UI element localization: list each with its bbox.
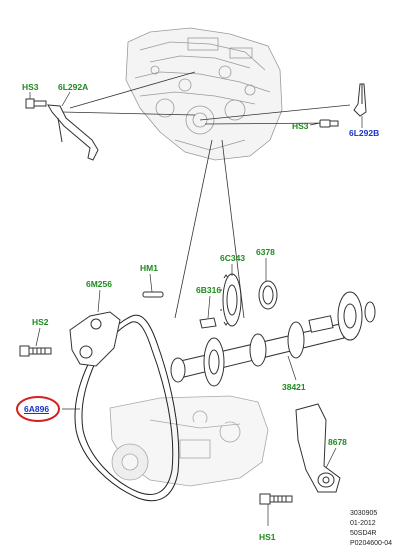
key-icon [199, 317, 217, 329]
label-hs1[interactable]: HS1 [259, 532, 276, 542]
bolt-icon [25, 98, 47, 109]
label-6l292b[interactable]: 6L292B [349, 128, 380, 138]
reference-code-block: 3030905 01-2012 50SD4R P0204600-04 [350, 509, 392, 549]
reference-line-2: 01-2012 [350, 520, 376, 527]
label-6l292a[interactable]: 6L292A [58, 82, 89, 92]
bolt-icon [259, 493, 293, 505]
highlight-circle [16, 396, 60, 422]
bracket-icon [353, 83, 367, 117]
callout-leaders [29, 91, 363, 526]
label-6378[interactable]: 6378 [256, 247, 275, 257]
label-hm1[interactable]: HM1 [140, 263, 158, 273]
support-bracket-icon [295, 403, 341, 493]
engine-block-icon [125, 27, 283, 161]
label-hs2[interactable]: HS2 [32, 317, 49, 327]
reference-line-1: 3030905 [350, 510, 378, 517]
timing-belt-icon [74, 314, 180, 502]
label-6b316[interactable]: 6B316 [196, 285, 222, 295]
label-6a896[interactable]: 6A896 [24, 404, 50, 414]
engine-front-icon [109, 395, 269, 487]
reference-line-3: 50SD4R [350, 530, 377, 537]
label-38421[interactable]: 38421 [282, 382, 306, 392]
label-hs3-top[interactable]: HS3 [22, 82, 39, 92]
bolt-icon [319, 119, 339, 128]
reference-line-4: P0204600-04 [350, 540, 393, 547]
gear-icon [220, 273, 242, 327]
seal-ring-icon [258, 280, 278, 310]
label-8678[interactable]: 8678 [328, 437, 347, 447]
label-hs3-right[interactable]: HS3 [292, 121, 309, 131]
camshaft-icon [170, 291, 376, 387]
bolt-icon [19, 345, 52, 357]
label-6m256[interactable]: 6M256 [86, 279, 112, 289]
bracket-icon [47, 104, 99, 161]
pin-icon [142, 291, 164, 298]
label-6c343[interactable]: 6C343 [220, 253, 246, 263]
tensioner-icon [69, 311, 121, 367]
